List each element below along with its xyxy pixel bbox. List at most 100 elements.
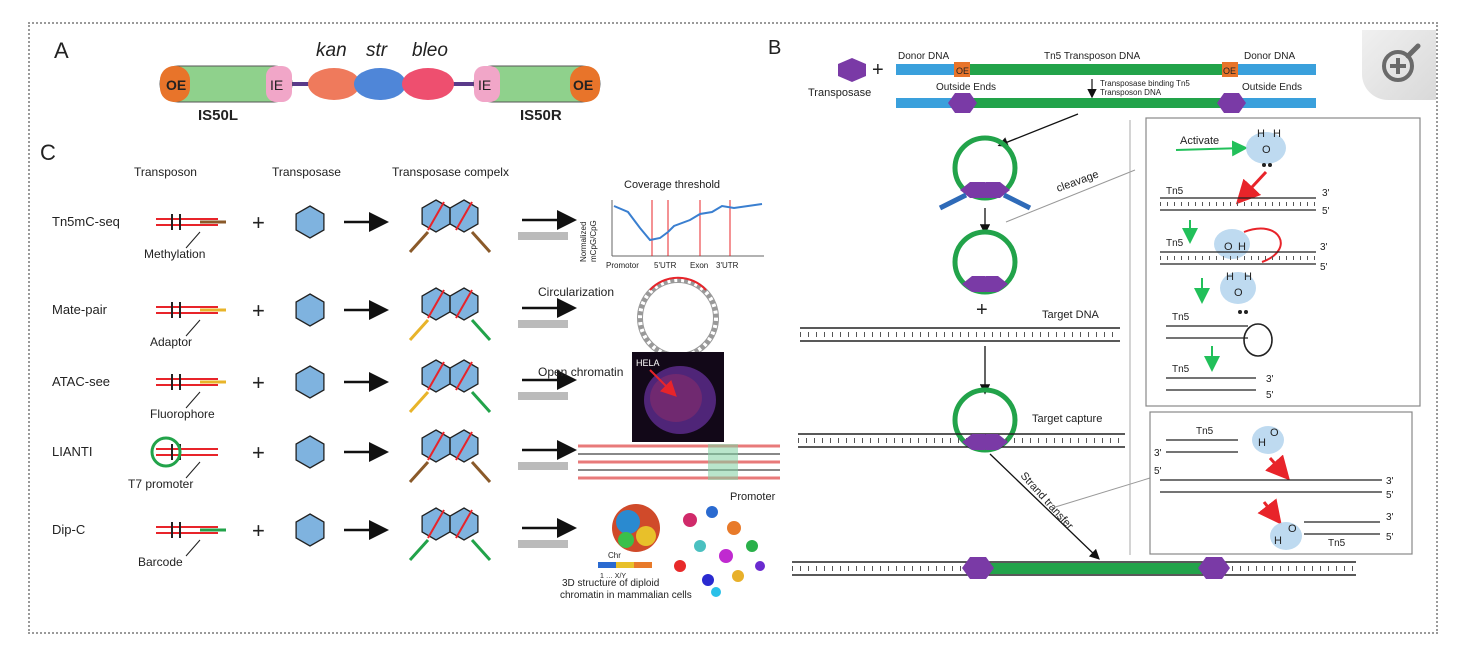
t7-loop [150,436,182,468]
target-capture-label: Target capture [1032,413,1102,425]
kan-gene [308,68,360,100]
annotation-pointer [185,231,201,249]
svg-text:Tn5: Tn5 [1328,538,1346,549]
lianti-reads: Promoter [578,444,780,503]
svg-text:3': 3' [1322,188,1330,199]
hela-image: HELA Open chromatin [538,352,724,442]
complex-tail-left [408,460,430,484]
plus-sign: + [252,370,265,395]
read-bar [518,540,568,548]
oe-right-label: OE [573,77,593,93]
technique-name: ATAC-see [52,374,110,389]
chr-range: 1 … X/Y [600,573,626,580]
svg-text:5': 5' [1322,206,1330,217]
zoom-in-button[interactable] [1362,30,1436,100]
coverage-ylabel-2: mCpG/CpG [589,220,598,262]
coverage-tick-2: Exon [690,261,708,270]
transposase-label: Transposase [808,87,871,99]
svg-text:5': 5' [1320,262,1328,273]
transposase-hexagon [295,435,325,469]
coverage-tick-0: Promotor [606,261,639,270]
complex-dna [455,509,473,539]
binding-note-1: Transposase binding Tn5 [1100,79,1190,88]
svg-text:Tn5: Tn5 [1172,364,1190,375]
circularization-label: Circularization [538,285,614,299]
oe-left-label: OE [166,77,186,93]
complex-tail-right [470,318,492,342]
strand-transfer-label: Strand transfer [1018,470,1076,532]
complex-tail-right [470,538,492,562]
ie-left-label: IE [270,77,283,93]
complex-dna [427,509,445,539]
plus-sign: + [252,210,265,235]
header-transposase: Transposase [272,165,341,179]
technique-annotation: Barcode [138,555,183,569]
panel-label-c: C [40,140,56,165]
complex-dna [427,361,445,391]
svg-text:H: H [1258,437,1266,449]
complex-dna [455,201,473,231]
plus-sign: + [252,518,265,543]
complex-dna [455,431,473,461]
binding-note-2: Transposon DNA [1100,88,1162,97]
cleavage-label: cleavage [1055,168,1100,194]
technique-row: Dip-C Barcode + [52,507,577,569]
panel-label-b: B [768,37,781,59]
read-bar [518,392,568,400]
svg-text:O: O [1234,287,1243,299]
read-bar [518,232,568,240]
target-dna-label: Target DNA [1042,309,1100,321]
svg-text:Tn5: Tn5 [1172,312,1190,323]
kan-label: kan [316,40,347,61]
svg-text:O: O [1270,427,1279,439]
plus-b2: + [976,299,988,321]
technique-name: Dip-C [52,522,85,537]
ie-right-label: IE [478,77,491,93]
str-label: str [366,40,388,61]
technique-annotation: Fluorophore [150,407,215,421]
plus-b: + [872,59,884,81]
panel-label-a: A [54,38,69,63]
header-transposon: Transposon [134,165,197,179]
svg-text:H: H [1238,241,1246,253]
plus-sign: + [252,440,265,465]
complex-tail-right [470,460,492,484]
is50r-label: IS50R [520,107,562,124]
technique-annotation: Adaptor [150,335,192,349]
transposase-hexagon [295,365,325,399]
outside-ends-right: Outside Ends [1242,82,1302,93]
complex-dna [427,201,445,231]
technique-rows: Tn5mC-seqMethylation+Mate-pairAdaptor+AT… [52,199,577,569]
technique-name: Mate-pair [52,302,108,317]
transposase-hexagon [295,513,325,547]
technique-annotation: T7 promoter [128,477,193,491]
ie-right-box [474,66,500,102]
complex-dna [427,431,445,461]
svg-text:Tn5: Tn5 [1166,238,1184,249]
annotation-pointer [185,319,201,337]
hela-label: HELA [636,358,660,368]
zoom-in-icon [1382,43,1421,82]
svg-text:3': 3' [1154,448,1162,459]
dipc-structure: Chr 1 … X/Y 3D structure of diploid chro… [560,504,765,601]
svg-text:3': 3' [1320,242,1328,253]
transposase-hexagon [838,58,866,82]
oe-left-box [160,66,190,102]
svg-text:H: H [1273,128,1281,140]
svg-text:5': 5' [1266,390,1274,401]
chr-label: Chr [608,551,621,560]
svg-text:H: H [1244,271,1252,283]
bound-transposon-bar [962,98,1230,108]
circularization-graphic: Circularization [538,276,719,359]
header-complex: Transposase compelx [392,165,509,179]
complex-tail-left [408,390,430,414]
panel-c: C Transposon Transposase Transposase com… [40,140,509,179]
coverage-title: Coverage threshold [624,179,720,191]
panel-a: A OE IE IS50L kan str bleo IE OE IS50R [54,38,601,124]
donor-dna-left: Donor DNA [898,51,949,62]
read-bar [518,462,568,470]
is50l-label: IS50L [198,107,238,124]
